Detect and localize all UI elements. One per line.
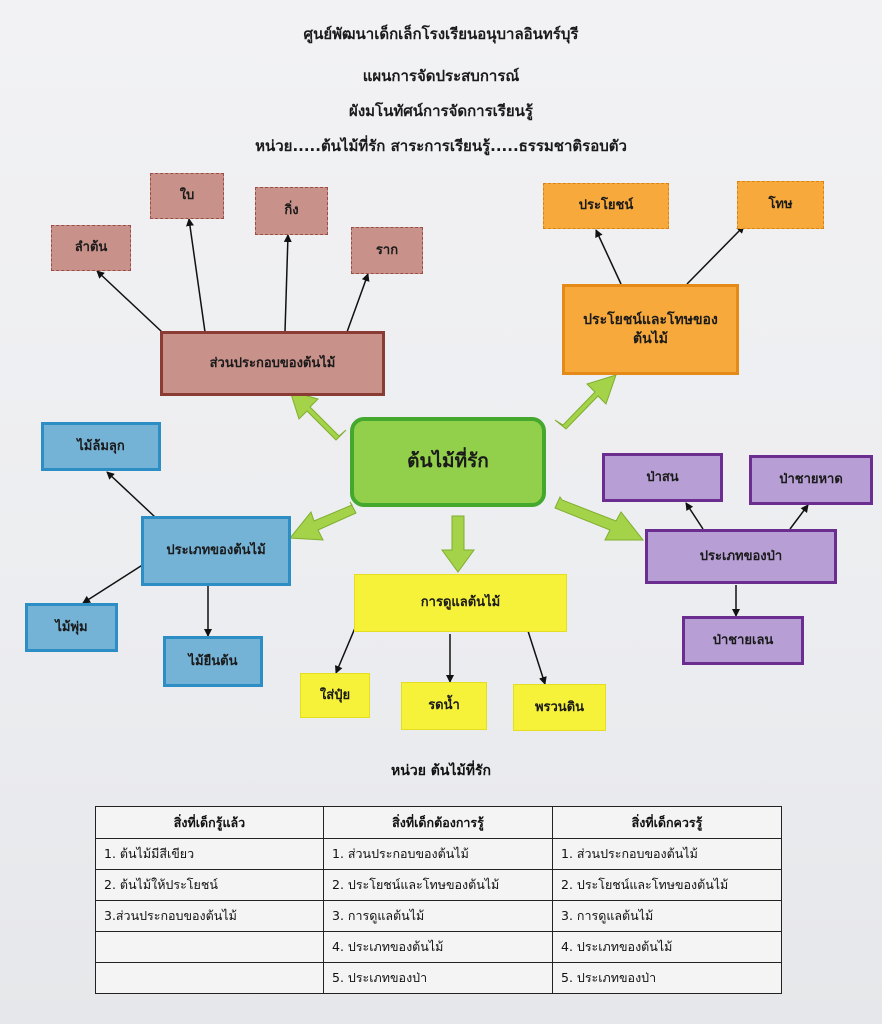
arrow-care-fertilize: [335, 627, 356, 674]
arrow-care-till: [527, 630, 547, 685]
center-topic: ต้นไม้ที่รัก: [350, 417, 546, 507]
parts-branch-box: กิ่ง: [255, 187, 328, 235]
parts-main-box: ส่วนประกอบของต้นไม้: [160, 331, 385, 396]
forest-beach-box: ป่าชายหาด: [749, 455, 873, 505]
arrow-forest-beach: [789, 504, 809, 530]
types-main-box: ประเภทของต้นไม้: [141, 516, 291, 586]
arrow-harm: [686, 225, 745, 285]
forest-pine-box: ป่าสน: [602, 453, 723, 502]
type-tree-box: ไม้ยืนต้น: [163, 636, 263, 687]
table-cell: 5. ประเภทของป่า: [323, 962, 553, 994]
care-main-box: การดูแลต้นไม้: [354, 574, 567, 632]
green-arrow-benefits: [554, 374, 617, 430]
table-cell: 3.ส่วนประกอบของต้นไม้: [95, 900, 324, 932]
table-cell: 5. ประเภทของป่า: [552, 962, 782, 994]
forests-main-box: ประเภทของป่า: [645, 529, 837, 584]
connector-arrows: [82, 218, 809, 685]
table-cell: 2. ประโยชน์และโทษของต้นไม้: [552, 869, 782, 901]
concept-map-title: ผังมโนทัศน์การจัดการเรียนรู้: [349, 102, 533, 120]
type-annual-box: ไม้ล้มลุก: [41, 422, 161, 471]
table-cell: 4. ประเภทของต้นไม้: [323, 931, 553, 963]
table-cell: 1. ส่วนประกอบของต้นไม้: [323, 838, 553, 870]
benefit-box: ประโยชน์: [543, 183, 669, 229]
plan-title: แผนการจัดประสบการณ์: [362, 67, 520, 85]
arrow-parts-trunk: [96, 270, 163, 333]
knowledge-table: สิ่งที่เด็กรู้แล้ว สิ่งที่เด็กต้องการรู้…: [95, 806, 782, 994]
col-header-known: สิ่งที่เด็กรู้แล้ว: [95, 806, 324, 839]
table-row: 4. ประเภทของต้นไม้ 4. ประเภทของต้นไม้: [95, 931, 782, 963]
table-cell: [95, 931, 324, 963]
table-cell: 2. ประโยชน์และโทษของต้นไม้: [323, 869, 553, 901]
col-header-should: สิ่งที่เด็กควรรู้: [552, 806, 782, 839]
arrow-parts-leaf: [186, 218, 206, 333]
unit-subtitle: หน่วย ต้นไม้ที่รัก: [391, 763, 491, 779]
table-cell: 1. ต้นไม้มีสีเขียว: [95, 838, 324, 870]
arrow-benefit: [595, 229, 622, 285]
arrow-parts-root: [346, 273, 370, 333]
table-row: 3.ส่วนประกอบของต้นไม้ 3. การดูแลต้นไม้ 3…: [95, 900, 782, 932]
green-arrow-care: [441, 515, 475, 573]
care-water-box: รดน้ำ: [401, 682, 487, 730]
arrow-types-annual: [106, 471, 156, 518]
table-cell: 3. การดูแลต้นไม้: [323, 900, 553, 932]
parts-root-box: ราก: [351, 227, 423, 274]
parts-trunk-box: ลำต้น: [51, 225, 131, 271]
forest-mangrove-box: ป่าชายเลน: [682, 616, 804, 665]
table-cell: 3. การดูแลต้นไม้: [552, 900, 782, 932]
care-fertilize-box: ใส่ปุ๋ย: [300, 673, 370, 718]
table-cell: 2. ต้นไม้ให้ประโยชน์: [95, 869, 324, 901]
arrow-types-shrub: [82, 563, 145, 604]
table-cell: [95, 962, 324, 994]
table-row: 5. ประเภทของป่า 5. ประเภทของป่า: [95, 962, 782, 994]
green-arrow-forests: [554, 495, 645, 541]
parts-leaf-box: ใบ: [150, 173, 224, 219]
type-shrub-box: ไม้พุ่ม: [25, 603, 118, 652]
table-row: 2. ต้นไม้ให้ประโยชน์ 2. ประโยชน์และโทษขอ…: [95, 869, 782, 901]
harm-box: โทษ: [737, 181, 824, 229]
arrow-parts-branch: [283, 234, 292, 333]
table-cell: 4. ประเภทของต้นไม้: [552, 931, 782, 963]
table-row: 1. ต้นไม้มีสีเขียว 1. ส่วนประกอบของต้นไม…: [95, 838, 782, 870]
col-header-want: สิ่งที่เด็กต้องการรู้: [323, 806, 553, 839]
green-arrow-parts: [289, 390, 347, 441]
care-till-box: พรวนดิน: [513, 684, 606, 731]
benefits-main-box: ประโยชน์และโทษของต้นไม้: [562, 284, 739, 375]
arrow-forest-pine: [685, 502, 704, 530]
unit-line: หน่วย.....ต้นไม้ที่รัก สาระการเรียนรู้..…: [255, 137, 627, 155]
school-name: ศูนย์พัฒนาเด็กเล็กโรงเรียนอนุบาลอินทร์บุ…: [303, 25, 579, 43]
green-arrow-types: [289, 501, 357, 541]
table-header-row: สิ่งที่เด็กรู้แล้ว สิ่งที่เด็กต้องการรู้…: [95, 806, 782, 839]
table-cell: 1. ส่วนประกอบของต้นไม้: [552, 838, 782, 870]
